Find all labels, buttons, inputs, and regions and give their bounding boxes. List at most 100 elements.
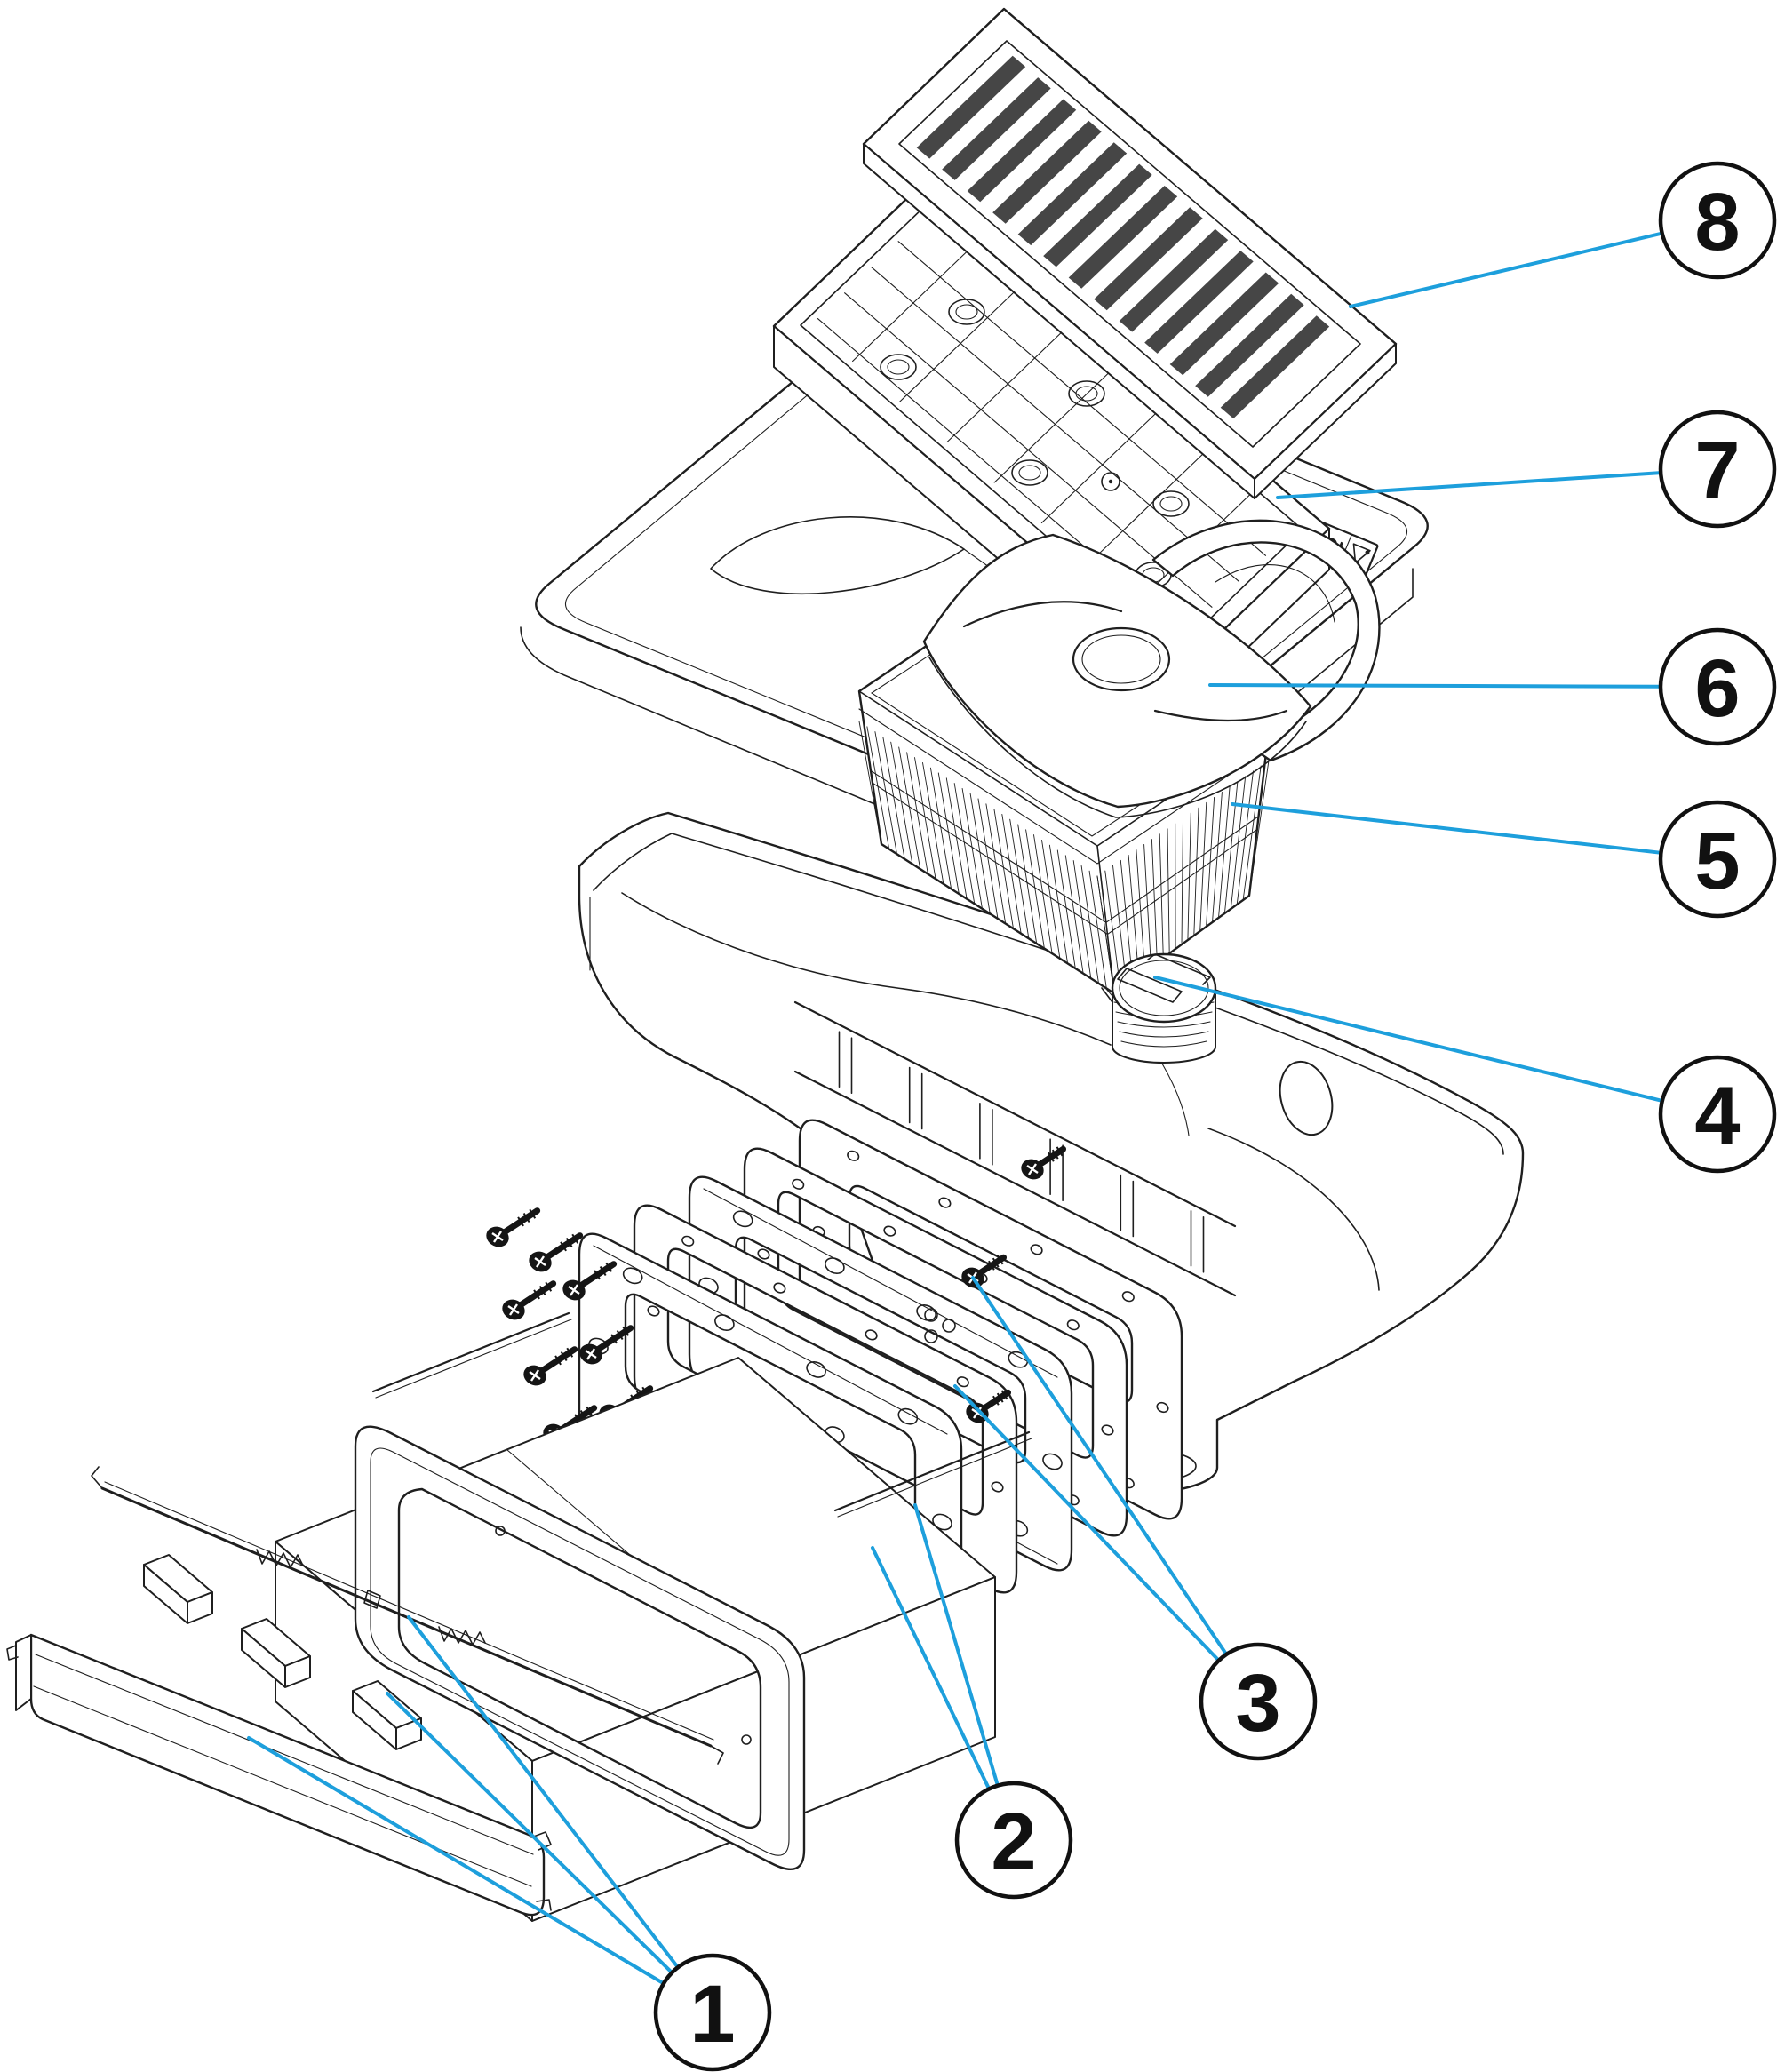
screw <box>486 1207 541 1247</box>
leader-line-3 <box>953 1384 1221 1662</box>
basket-slat <box>961 787 983 910</box>
basket-slat <box>1248 760 1270 897</box>
grate-slot <box>1094 207 1203 311</box>
basket-band <box>872 782 1108 936</box>
screw-boss-hole <box>887 359 910 375</box>
callout-circle <box>1658 1055 1777 1174</box>
basket-slat <box>977 798 999 920</box>
screw-boss <box>1068 380 1105 407</box>
lattice-line <box>899 291 1016 402</box>
screw-boss-hole <box>955 304 978 320</box>
grate-grille <box>862 7 1398 499</box>
weir-flap <box>6 1633 552 1917</box>
basket-slat <box>1088 870 1107 989</box>
leader-line-4 <box>1153 976 1664 1103</box>
leader-line-1 <box>386 1692 674 1975</box>
bolt-hole <box>825 1257 845 1275</box>
bolt-hole <box>865 1329 878 1341</box>
screw-boss-hole <box>1075 386 1098 402</box>
basket-band <box>1106 829 1258 936</box>
basket-slat <box>1143 844 1151 968</box>
leader-line-2 <box>913 1503 1000 1788</box>
screw <box>523 1346 578 1386</box>
grate-slot <box>1043 163 1152 267</box>
bolt-hole <box>714 1314 735 1332</box>
grate-slots <box>916 55 1330 419</box>
leader-line-1 <box>247 1736 665 1986</box>
callout-number: 6 <box>1694 643 1740 734</box>
plug-thread <box>1117 1021 1211 1028</box>
basket-lid-hole <box>1072 626 1171 692</box>
leader-line-6 <box>1208 683 1662 689</box>
screw <box>562 1261 618 1301</box>
screw-boss <box>1011 459 1048 486</box>
bolt-hole <box>1156 1401 1169 1414</box>
callout-circle <box>954 1781 1073 1900</box>
faceplate-assembly <box>6 1311 1032 1922</box>
basket-slat <box>1001 813 1022 935</box>
pivot-pin <box>371 1311 570 1393</box>
basket-lid-vent <box>962 601 1123 628</box>
screw-boss-hole <box>1159 496 1183 512</box>
basket-lid-vent <box>1153 709 1288 722</box>
leader-line-3 <box>971 1276 1229 1656</box>
basket-slat <box>1041 839 1061 960</box>
screw-boss-hole <box>1018 465 1041 481</box>
basket-slat <box>1056 849 1076 969</box>
bolt-hole <box>773 1282 786 1294</box>
grate-slot <box>1169 272 1279 376</box>
basket-slat <box>937 772 960 895</box>
basket-slat <box>945 777 968 900</box>
throat-rib <box>908 1066 923 1130</box>
callout-circle <box>653 1953 772 2072</box>
bolt-hole <box>991 1481 1004 1493</box>
throat-rib <box>979 1103 993 1166</box>
plug-wing <box>1117 953 1211 1003</box>
screw-boss <box>948 299 985 325</box>
callout-5: 5 <box>1658 800 1777 919</box>
callout-4: 4 <box>1658 1055 1777 1174</box>
callout-6: 6 <box>1658 627 1777 746</box>
callout-8: 8 <box>1658 161 1777 280</box>
bolt-hole <box>916 1303 936 1321</box>
leader-line-2 <box>871 1546 992 1791</box>
adjust-hole <box>924 1308 938 1322</box>
grate-slot <box>1220 315 1330 419</box>
bolt-hole <box>1101 1424 1114 1436</box>
bolt-hole <box>622 1267 643 1285</box>
bolt-hole <box>897 1407 919 1425</box>
callout-1: 1 <box>653 1953 772 2072</box>
callout-number: 8 <box>1694 177 1740 267</box>
pilot-hole <box>1101 472 1120 491</box>
leader-line-8 <box>1349 231 1664 308</box>
basket-slat <box>866 726 890 850</box>
basket-slat <box>890 741 913 865</box>
screw <box>966 1389 1012 1423</box>
rubber-stop <box>241 1618 311 1688</box>
body-side-hole <box>1279 1060 1334 1136</box>
leader-line-1 <box>407 1615 680 1970</box>
callout-circle <box>1658 800 1777 919</box>
basket-slat <box>1136 849 1145 972</box>
basket-slat <box>1048 844 1069 964</box>
basket-slat <box>969 793 991 914</box>
lattice-line <box>1088 452 1204 564</box>
basket-slat <box>922 761 944 885</box>
callout-3: 3 <box>1199 1642 1318 1761</box>
callout-circle <box>1199 1642 1318 1761</box>
basket-slat <box>906 752 928 875</box>
brand-logo-icon <box>1352 543 1371 564</box>
body-interior-curve <box>621 892 1112 1046</box>
bolt-hole <box>792 1178 805 1190</box>
basket-slat <box>993 809 1014 929</box>
basket-band <box>870 769 1107 923</box>
screw <box>529 1232 584 1272</box>
screw <box>579 1325 634 1365</box>
bolt-hole <box>732 1210 753 1228</box>
callout-7: 7 <box>1658 410 1777 529</box>
basket-slat <box>1072 860 1092 979</box>
rubber-stop <box>352 1680 422 1750</box>
